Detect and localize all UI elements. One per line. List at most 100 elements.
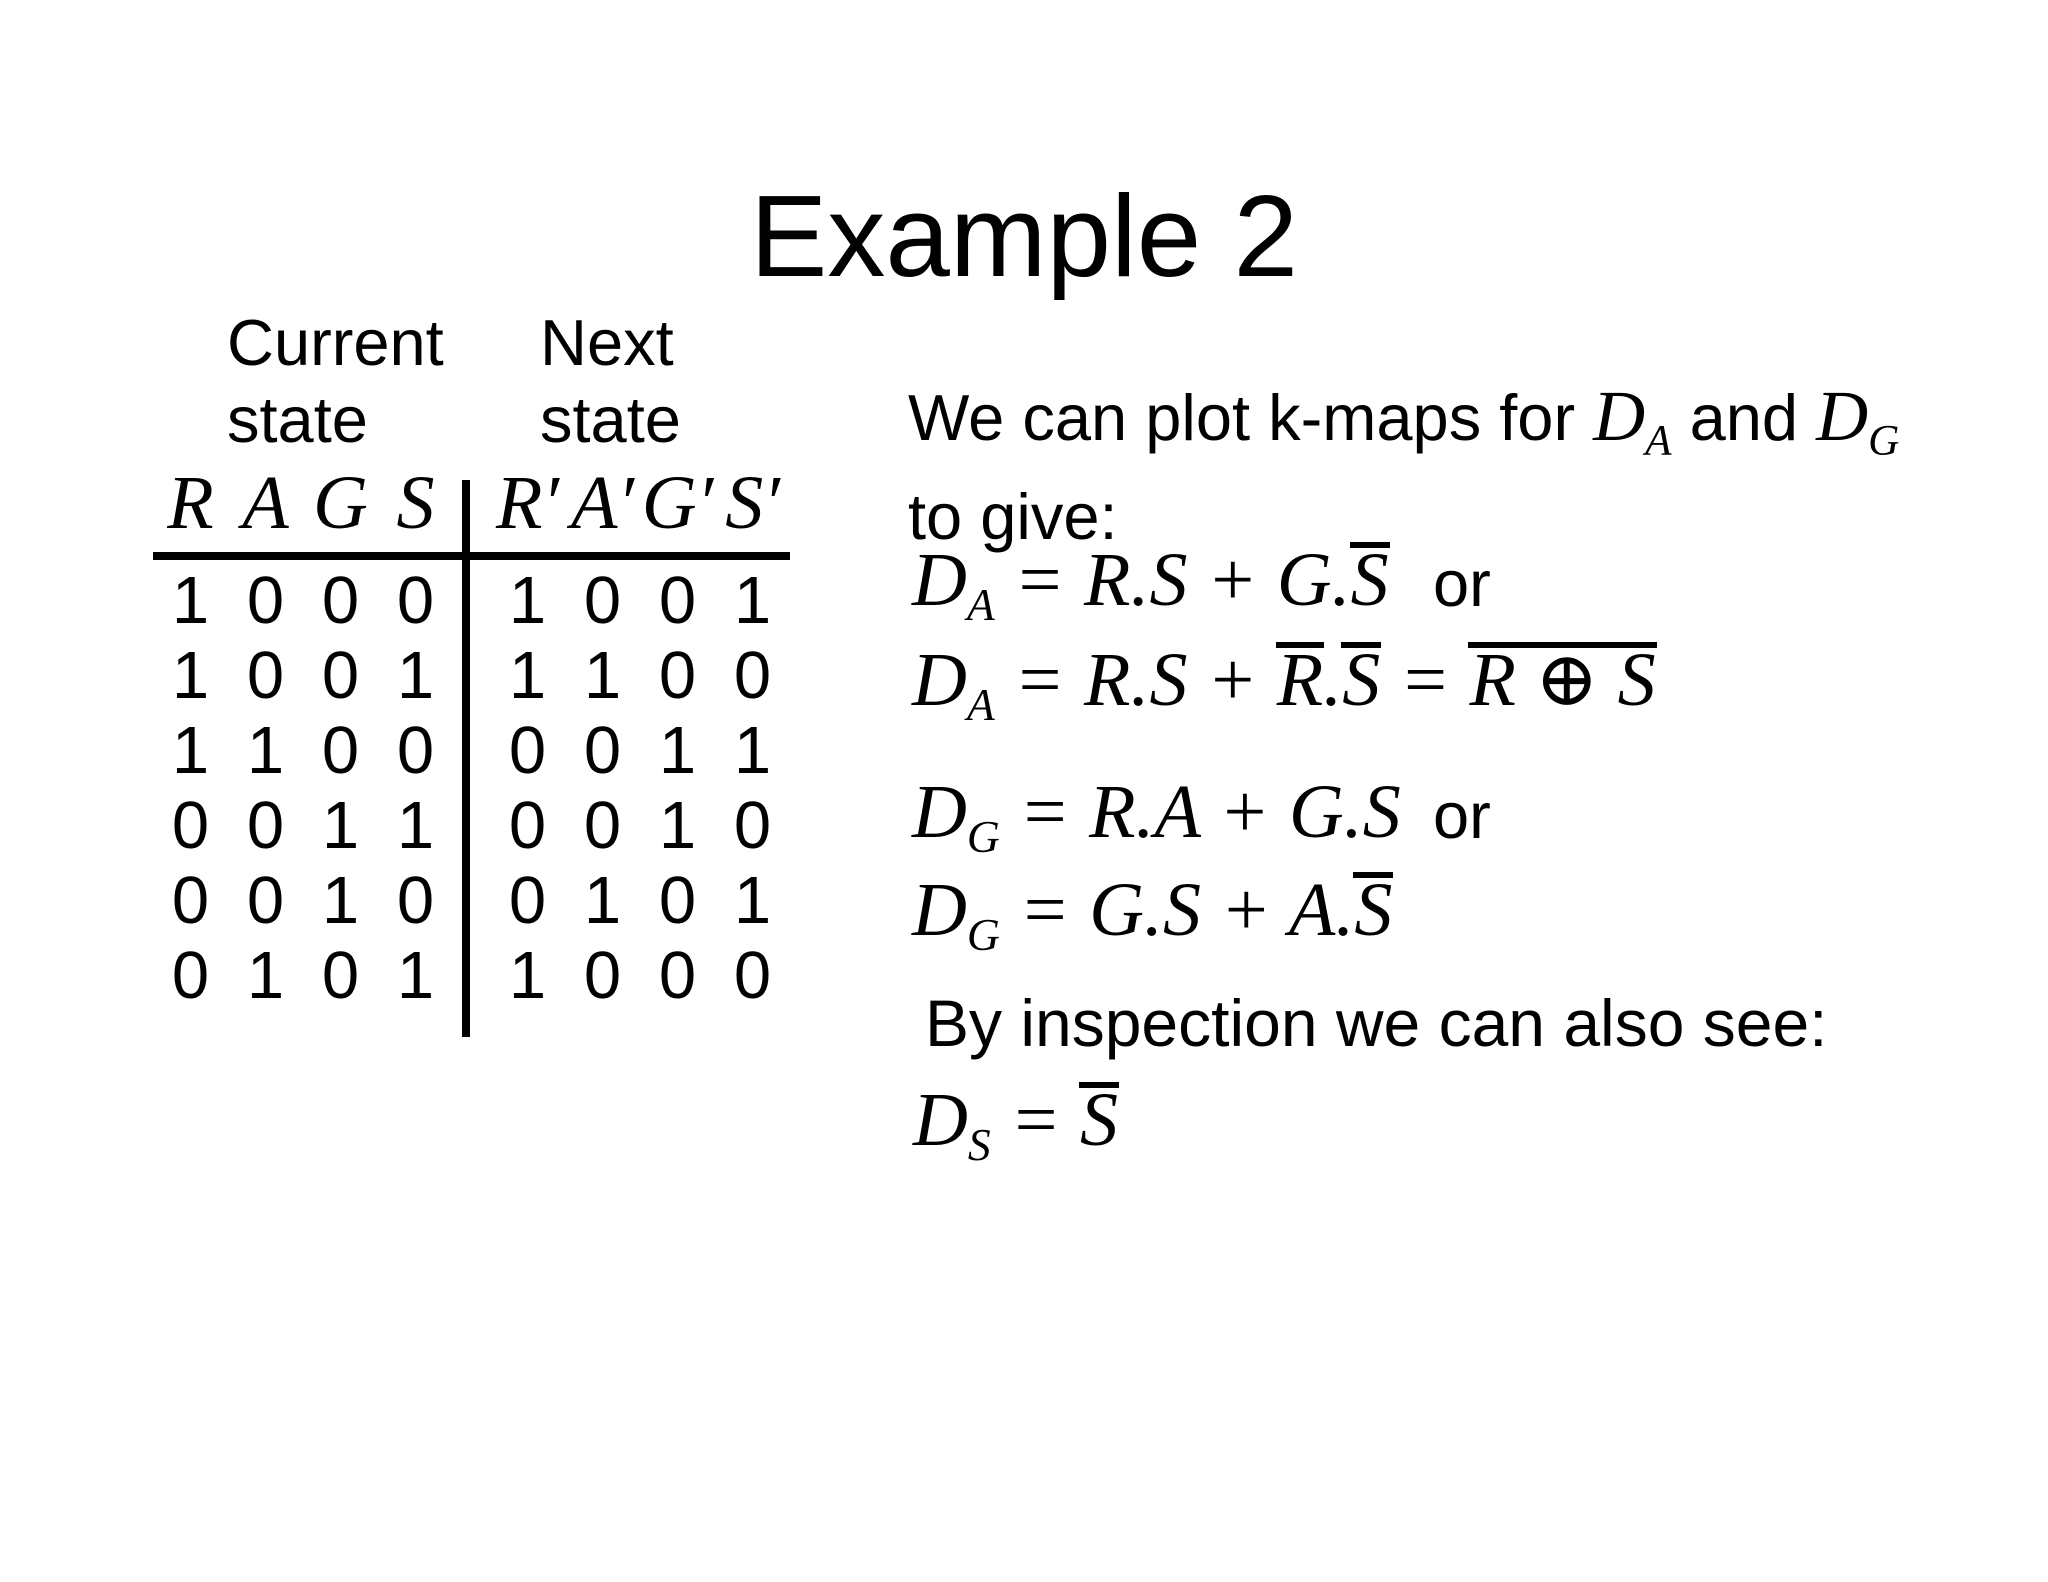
- table-cell: 0: [658, 938, 697, 1013]
- table-cell: 0: [508, 863, 547, 938]
- table-cell: 1: [396, 788, 435, 863]
- subscript: G: [966, 811, 1000, 863]
- table-cell: 1: [508, 563, 547, 638]
- table-cell: 1: [583, 638, 622, 713]
- equation-da-form2: DA = R.S + R.S = R ⊕ S: [912, 638, 1657, 731]
- table-cell: 0: [321, 563, 360, 638]
- column-gap: [453, 713, 490, 788]
- table-cell: 1: [658, 788, 697, 863]
- table-cell: 1: [658, 713, 697, 788]
- column-gap: [453, 863, 490, 938]
- next-label-line2: state: [540, 383, 681, 456]
- subscript: A: [1645, 417, 1672, 465]
- table-cell: 0: [658, 863, 697, 938]
- overbar-term: S: [1078, 1078, 1119, 1162]
- table-cell: 1: [733, 863, 772, 938]
- subscript: A: [966, 679, 995, 731]
- next-label-line1: Next: [540, 306, 674, 379]
- table-cell: 0: [508, 713, 547, 788]
- overbar-term: R: [1275, 638, 1325, 722]
- table-cell: 0: [508, 788, 547, 863]
- table-header-rule: [153, 552, 790, 560]
- math-text: =: [990, 1078, 1080, 1162]
- header-cell: A: [242, 461, 289, 545]
- by-inspection-text: By inspection we can also see:: [925, 986, 1828, 1060]
- overbar-term: S: [1349, 538, 1390, 622]
- table-cell: 1: [583, 863, 622, 938]
- table-cell: 1: [171, 563, 210, 638]
- table-cell: 1: [733, 563, 772, 638]
- table-cell: 1: [396, 638, 435, 713]
- d-a-symbol: DA: [1593, 376, 1671, 464]
- header-cell: G: [313, 461, 368, 545]
- math-text: D: [912, 538, 967, 622]
- math-text: D: [912, 770, 967, 854]
- table-cell: 1: [733, 713, 772, 788]
- table-cell: 1: [246, 713, 285, 788]
- current-label-line2: state: [227, 383, 368, 456]
- overbar-term: S: [1353, 868, 1394, 952]
- table-cell: 1: [246, 938, 285, 1013]
- subscript: S: [967, 1119, 991, 1171]
- current-label-line1: Current: [227, 306, 444, 379]
- math-text: D: [912, 868, 967, 952]
- math-text: =: [1380, 638, 1470, 722]
- header-cell: R′: [495, 461, 560, 545]
- column-gap: [453, 938, 490, 1013]
- table-cell: 0: [171, 788, 210, 863]
- equation-dg-form2: DG = G.S + A.S: [912, 868, 1394, 961]
- column-gap: [453, 563, 490, 638]
- table-cell: 0: [321, 638, 360, 713]
- column-gap: [453, 638, 490, 713]
- table-cell: 0: [171, 863, 210, 938]
- table-cell: 0: [246, 788, 285, 863]
- header-cell: G′: [641, 461, 714, 545]
- table-cell: 0: [396, 563, 435, 638]
- subscript: G: [966, 909, 1000, 961]
- table-cell: 0: [583, 713, 622, 788]
- column-gap: [453, 463, 490, 543]
- equation-ds: DS = S: [913, 1078, 1119, 1171]
- intro-prefix: We can plot k-maps for: [908, 381, 1594, 454]
- subscript: A: [966, 579, 995, 631]
- table-cell: 1: [508, 638, 547, 713]
- table-cell: 0: [583, 563, 622, 638]
- table-cell: 0: [171, 938, 210, 1013]
- intro-line2: to give:: [908, 480, 1118, 554]
- equation-da-form1: DA = R.S + G.S: [912, 538, 1390, 631]
- table-cell: 0: [658, 563, 697, 638]
- math-text: D: [912, 638, 967, 722]
- table-cell: 0: [246, 563, 285, 638]
- math-text: = R.A + G.S: [999, 770, 1401, 854]
- table-cell: 0: [658, 638, 697, 713]
- or-label-1: or: [1433, 547, 1491, 620]
- math-text: .: [1323, 638, 1343, 722]
- math-text: = R.S + G.: [994, 538, 1351, 622]
- table-cell: 0: [321, 938, 360, 1013]
- table-cell: 0: [321, 713, 360, 788]
- table-cell: 0: [583, 788, 622, 863]
- math-base: D: [1593, 376, 1646, 456]
- table-cell: 1: [171, 713, 210, 788]
- table-cell: 1: [396, 938, 435, 1013]
- math-base: D: [1816, 376, 1869, 456]
- table-cell: 0: [246, 863, 285, 938]
- table-cell: 1: [508, 938, 547, 1013]
- column-gap: [453, 788, 490, 863]
- intro-and: and: [1671, 381, 1817, 454]
- table-cell: 0: [733, 938, 772, 1013]
- overbar-term: S: [1341, 638, 1382, 722]
- table-cell: 1: [171, 638, 210, 713]
- table-cell: 0: [396, 863, 435, 938]
- header-cell: R: [167, 461, 214, 545]
